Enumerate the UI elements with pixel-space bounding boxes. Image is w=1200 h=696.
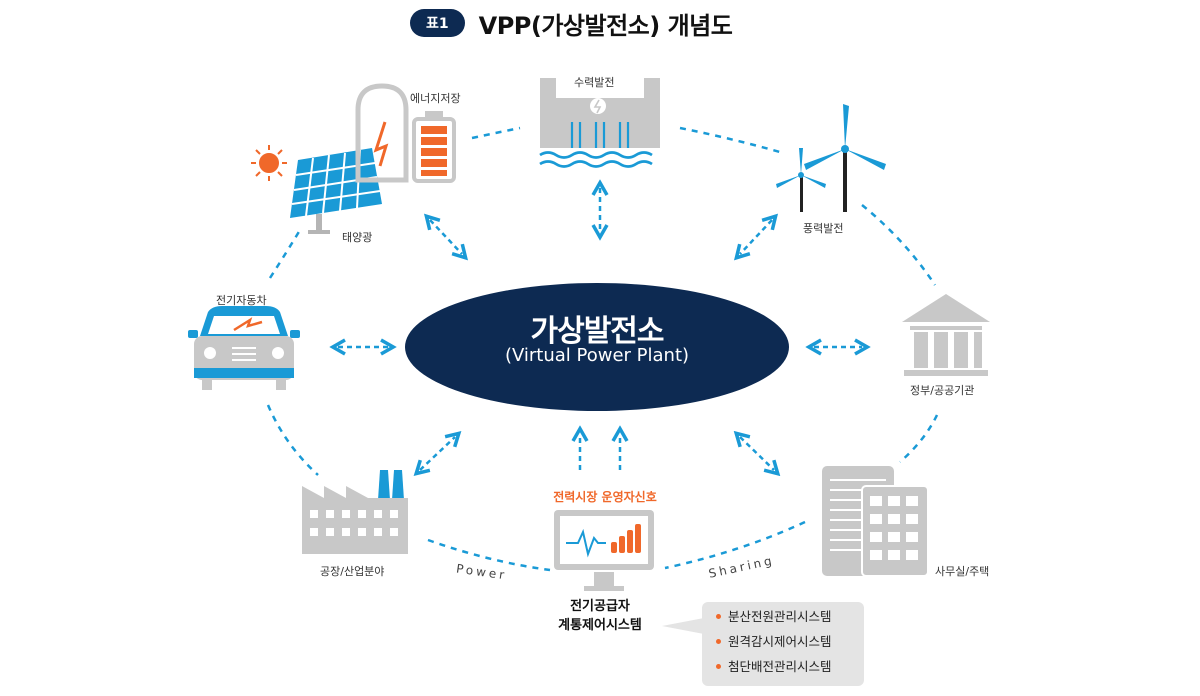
government-label: 정부/공공기관	[910, 384, 975, 397]
arrow-solar	[430, 220, 462, 254]
factory-label: 공장/산업분야	[320, 565, 385, 578]
vpp-center-title: 가상발전소	[530, 314, 665, 349]
diagram-header: 표1 VPP(가상발전소) 개념도	[410, 6, 733, 40]
system-item: 원격감시제어시스템	[716, 629, 864, 654]
arrow-office	[740, 437, 774, 470]
arrow-wind	[740, 220, 772, 254]
arrow-factory	[420, 437, 455, 470]
callout-pointer	[662, 618, 704, 634]
monitor-icon	[554, 510, 654, 591]
hydro-dam-icon	[539, 78, 660, 168]
electric-car-icon	[188, 306, 300, 390]
grid-control-line1: 전기공급자	[570, 599, 630, 614]
ring-connectors	[266, 126, 939, 572]
diagram-title: VPP(가상발전소) 개념도	[478, 11, 733, 40]
solar-label: 태양광	[342, 231, 373, 244]
system-item: 분산전원관리시스템	[716, 604, 864, 629]
sun-icon	[251, 145, 287, 181]
market-signal-label: 전력시장 운영자신호	[553, 490, 657, 504]
government-building-icon	[902, 294, 990, 376]
energy-storage-icon	[355, 83, 456, 183]
ev-label: 전기자동차	[216, 294, 267, 307]
wind-label: 풍력발전	[803, 222, 844, 235]
systems-callout: 분산전원관리시스템 원격감시제어시스템 첨단배전관리시스템	[702, 602, 864, 686]
office-building-icon	[822, 466, 929, 577]
vpp-center-subtitle: (Virtual Power Plant)	[504, 345, 690, 366]
grid-control-line2: 계통제어시스템	[558, 618, 642, 633]
wind-turbine-icon	[776, 104, 886, 212]
grid-control-label: 전기공급자 계통제어시스템	[540, 597, 660, 635]
hydro-label: 수력발전	[574, 76, 615, 89]
solar-panel-icon	[290, 148, 382, 234]
storage-label: 에너지저장	[410, 92, 461, 105]
vpp-center-ellipse	[405, 283, 789, 411]
figure-badge: 표1	[410, 9, 465, 37]
system-item: 첨단배전관리시스템	[716, 654, 864, 679]
link-arrows	[338, 188, 862, 470]
systems-list: 분산전원관리시스템 원격감시제어시스템 첨단배전관리시스템	[702, 604, 864, 679]
office-label: 사무실/주택	[935, 565, 990, 578]
factory-icon	[302, 470, 408, 554]
